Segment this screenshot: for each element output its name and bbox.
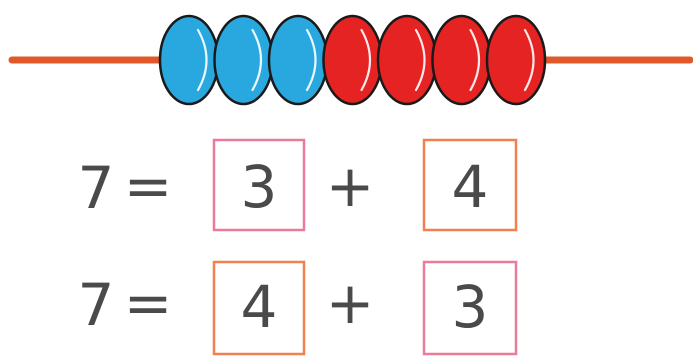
equation-row-1: 7 = 3 + 4: [78, 140, 516, 230]
equation-2-addend-2: 3: [452, 273, 489, 341]
blue-bead: [269, 16, 327, 104]
equation-2-total: 7: [78, 271, 115, 339]
equation-2-plus-sign: +: [326, 269, 375, 337]
equation-row-2: 7 = 4 + 3: [78, 262, 516, 354]
red-bead: [433, 16, 491, 104]
red-bead: [324, 16, 382, 104]
blue-bead: [215, 16, 273, 104]
abacus: [12, 16, 690, 104]
red-bead: [487, 16, 545, 104]
blue-bead: [160, 16, 218, 104]
equation-1-plus-sign: +: [326, 152, 375, 220]
equation-2-equals-sign: =: [124, 269, 173, 337]
equation-1-equals-sign: =: [124, 152, 173, 220]
abacus-beads: [160, 16, 545, 104]
red-bead: [378, 16, 436, 104]
equation-1-addend-2: 4: [452, 153, 489, 221]
equation-1-addend-1: 3: [241, 153, 278, 221]
equation-1-total: 7: [78, 154, 115, 222]
equation-2-addend-1: 4: [241, 273, 278, 341]
